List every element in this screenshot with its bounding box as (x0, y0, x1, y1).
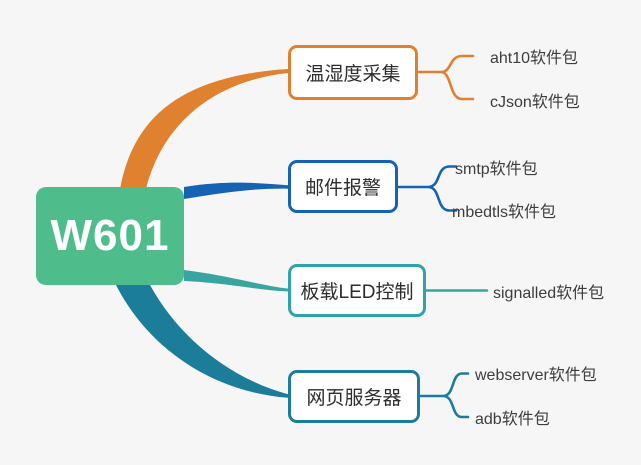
leaf-node-adb[interactable]: adb软件包 (475, 411, 550, 428)
branch-node-email-alarm[interactable]: 邮件报警 (288, 160, 398, 213)
connector-root-to-web-server (116, 285, 288, 398)
branch-node-web-server[interactable]: 网页服务器 (288, 370, 420, 423)
connector-temp-humidity-to-leaves (416, 54, 475, 101)
connector-web-server-to-leaves (418, 372, 470, 419)
leaf-node-mbedtls[interactable]: mbedtls软件包 (452, 204, 557, 221)
connector-root-to-email-alarm (184, 182, 288, 199)
leaf-node-cjson[interactable]: cJson软件包 (490, 94, 580, 111)
leaf-node-smtp[interactable]: smtp软件包 (455, 161, 538, 178)
leaf-node-webserver[interactable]: webserver软件包 (475, 367, 597, 384)
branch-node-onboard-led[interactable]: 板载LED控制 (288, 264, 426, 317)
branch-node-temp-humidity[interactable]: 温湿度采集 (288, 45, 418, 100)
leaf-node-signalled[interactable]: signalled软件包 (493, 285, 605, 302)
root-node-w601[interactable]: W601 (36, 187, 184, 285)
connector-email-alarm-to-leaves (396, 165, 458, 212)
connector-root-to-temp-humidity (120, 69, 288, 189)
connector-root-to-onboard-led (184, 270, 288, 292)
leaf-node-aht10[interactable]: aht10软件包 (490, 50, 579, 67)
